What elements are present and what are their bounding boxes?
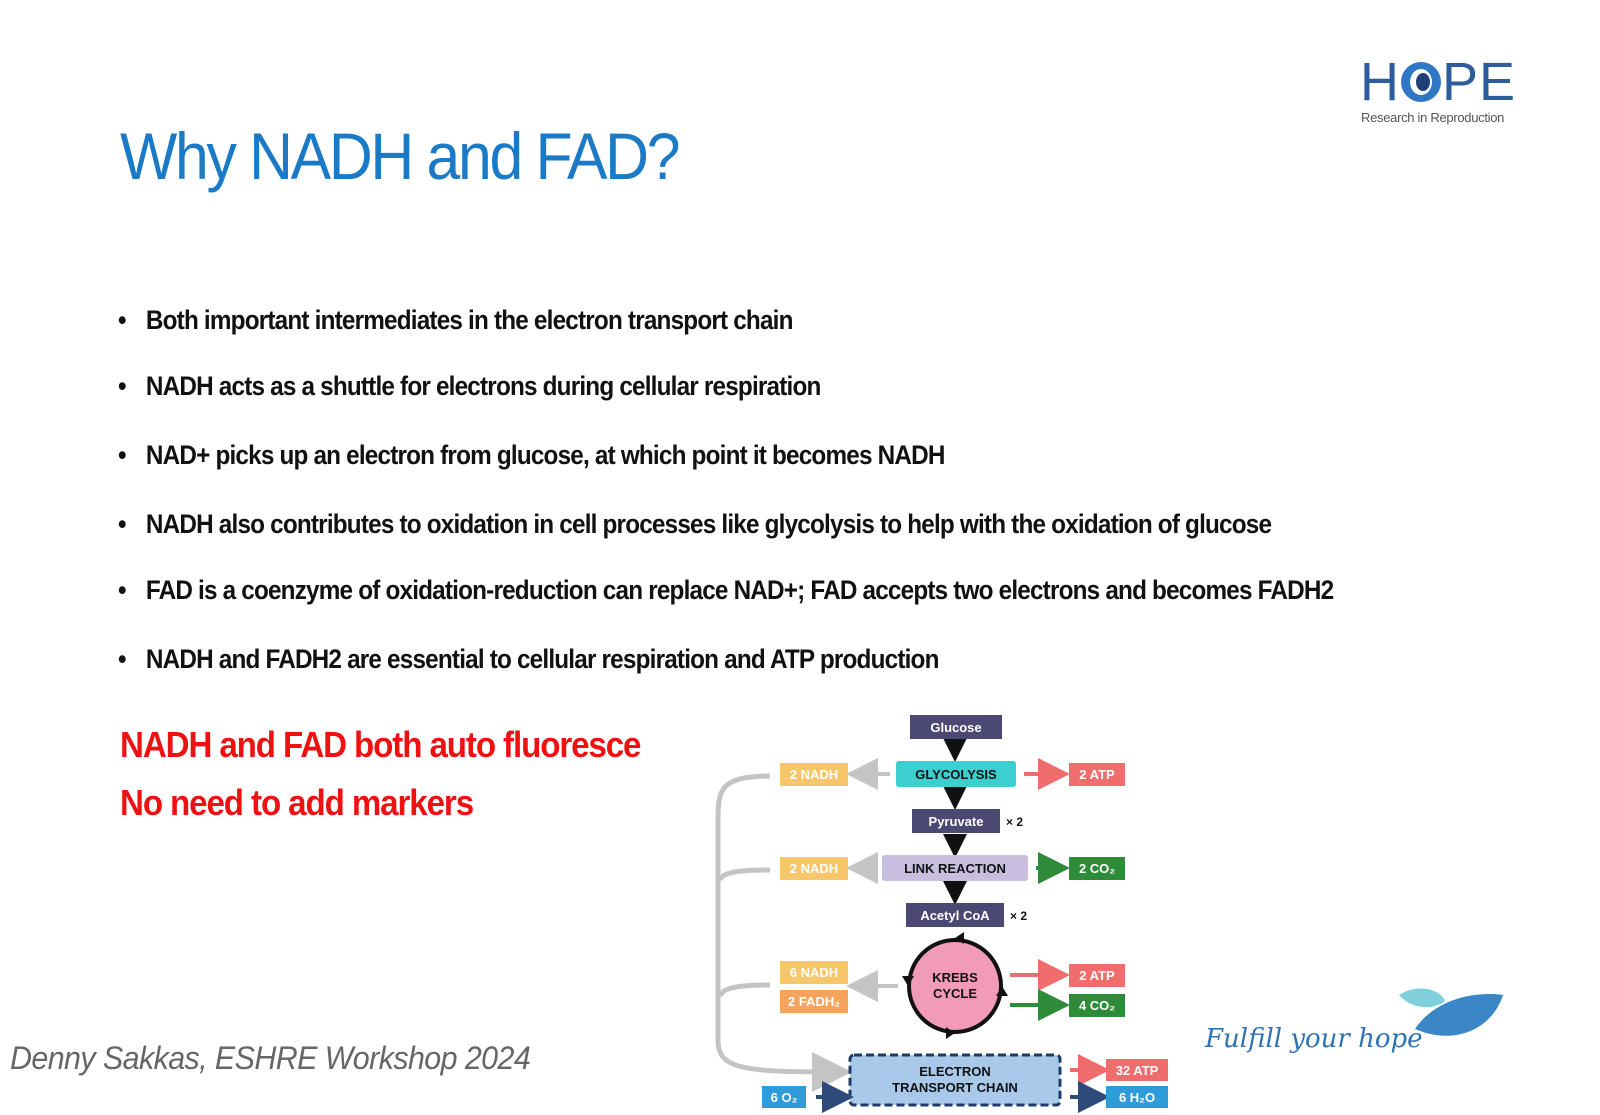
cycle-arrowhead [902,976,914,986]
atp-etc-label: 32 ATP [1116,1063,1159,1078]
cycle-arrowhead [955,932,964,944]
krebs-label-2: CYCLE [933,986,977,1001]
link-reaction-label: LINK REACTION [904,861,1006,876]
co2-link-label: 2 CO₂ [1079,861,1115,876]
co2-badge [1069,994,1125,1017]
glycolysis-label: GLYCOLYSIS [915,767,997,782]
o2-label: 6 O₂ [771,1090,798,1105]
atp-badge [1106,1059,1168,1081]
link-reaction-box [882,855,1028,881]
etc-box [848,1053,1062,1107]
co2-badge [1069,857,1125,880]
bullet-item: •NADH acts as a shuttle for electrons du… [118,371,821,401]
acetyl-coa-box [906,903,1004,927]
author-credit: Denny Sakkas, ESHRE Workshop 2024 [10,1040,531,1076]
glycolysis-box [896,761,1016,787]
callout-line-2: No need to add markers [120,782,474,823]
fulfill-slogan: Fulfill your hope [1205,1024,1423,1054]
callout-line-1: NADH and FAD both auto fluoresce [120,724,641,765]
nadh-badge [780,961,848,984]
etc-label-1: ELECTRON [919,1064,991,1079]
eye-icon [1401,62,1441,102]
nadh-krebs-label: 6 NADH [790,965,838,980]
bullet-item: •Both important intermediates in the ele… [118,305,793,335]
fadh-badge [780,990,848,1013]
cycle-arrowhead [996,986,1008,996]
fadh-krebs-label: 2 FADH₂ [788,994,840,1009]
bullet-item: •FAD is a coenzyme of oxidation-reductio… [118,575,1334,605]
atp-badge [1069,964,1125,987]
acetyl-coa-label: Acetyl CoA [920,908,990,923]
slide-title: Why NADH and FAD? [120,119,680,193]
krebs-circle [907,938,1003,1034]
acetyl-multiplier: × 2 [1010,909,1027,923]
nadh-link-label: 2 NADH [790,861,838,876]
leaf-icon [1399,988,1503,1036]
nadh-glycolysis-label: 2 NADH [790,767,838,782]
logo-tagline: Research in Reproduction [1361,110,1505,125]
atp-glycolysis-label: 2 ATP [1079,767,1115,782]
grey-bracket-line [715,773,852,1092]
bullet-item: •NADH and FADH2 are essential to cellula… [118,644,939,674]
pyruvate-box [912,809,1000,833]
atp-krebs-label: 2 ATP [1079,968,1115,983]
pyruvate-label: Pyruvate [929,814,984,829]
bullet-item: •NADH also contributes to oxidation in c… [118,509,1272,539]
atp-badge [1069,763,1125,786]
bullet-item: •NAD+ picks up an electron from glucose,… [118,440,945,470]
glucose-label: Glucose [930,720,981,735]
glucose-box [910,715,1002,739]
pyruvate-multiplier: × 2 [1006,815,1023,829]
h2o-etc-label: 6 H₂O [1119,1090,1155,1105]
etc-label-2: TRANSPORT CHAIN [892,1080,1018,1095]
h2o-badge [1106,1086,1168,1108]
cycle-arrowhead [946,1027,955,1039]
co2-krebs-label: 4 CO₂ [1079,998,1115,1013]
o2-badge [762,1086,806,1108]
nadh-badge [780,763,848,786]
grey-connector [717,867,771,882]
nadh-badge [780,857,848,880]
krebs-label-1: KREBS [932,970,978,985]
grey-connector [717,982,771,998]
